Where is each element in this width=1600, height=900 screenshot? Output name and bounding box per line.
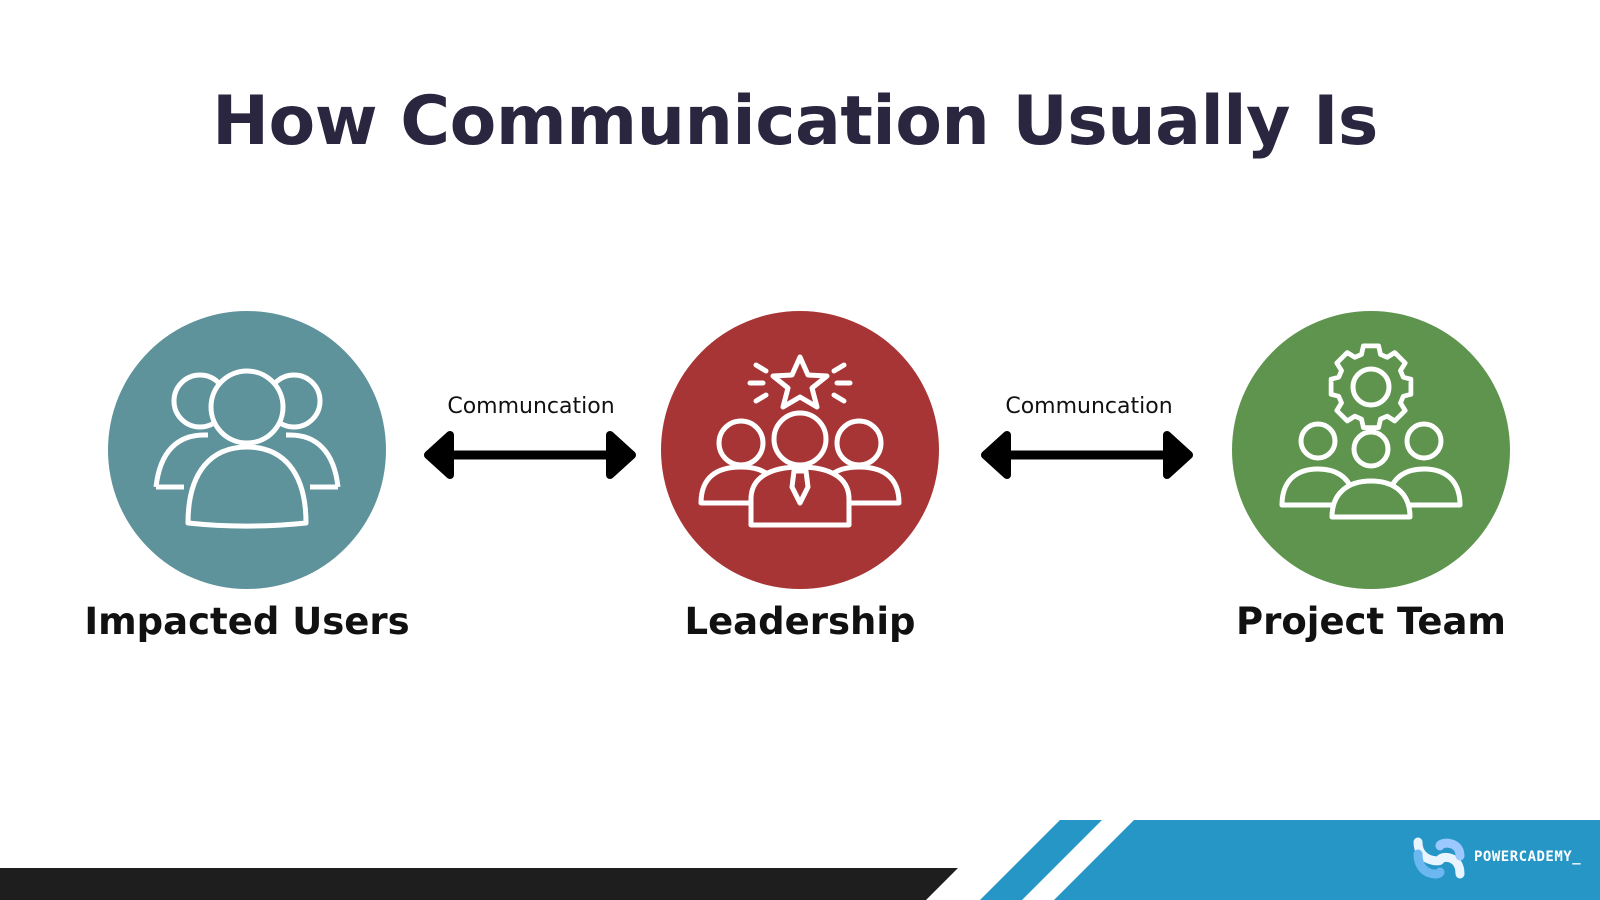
powercademy-logo-icon: [1413, 837, 1465, 879]
edge-label-2: Communcation: [1005, 394, 1173, 419]
users-group-icon: [153, 368, 341, 529]
node-impacted-users: [108, 311, 386, 589]
label-impacted-users: Impacted Users: [84, 600, 410, 643]
team-gear-icon: [1279, 343, 1463, 520]
footer-dark-bar: [0, 868, 958, 900]
label-leadership: Leadership: [684, 600, 916, 643]
label-project-team: Project Team: [1235, 600, 1506, 643]
edge-label-1: Communcation: [447, 394, 615, 419]
footer-accent-block: [1054, 820, 1600, 900]
slide-title: How Communication Usually Is: [212, 82, 1378, 161]
node-project-team: [1232, 311, 1510, 589]
footer-band: [0, 820, 1600, 900]
brand-name: POWERCADEMY_: [1474, 849, 1582, 865]
bidirectional-arrow-2: [981, 431, 1193, 479]
node-leadership: [661, 311, 939, 589]
leader-star-icon: [698, 354, 902, 528]
bidirectional-arrow-1: [424, 431, 636, 479]
footer-accent-stripe: [980, 820, 1102, 900]
